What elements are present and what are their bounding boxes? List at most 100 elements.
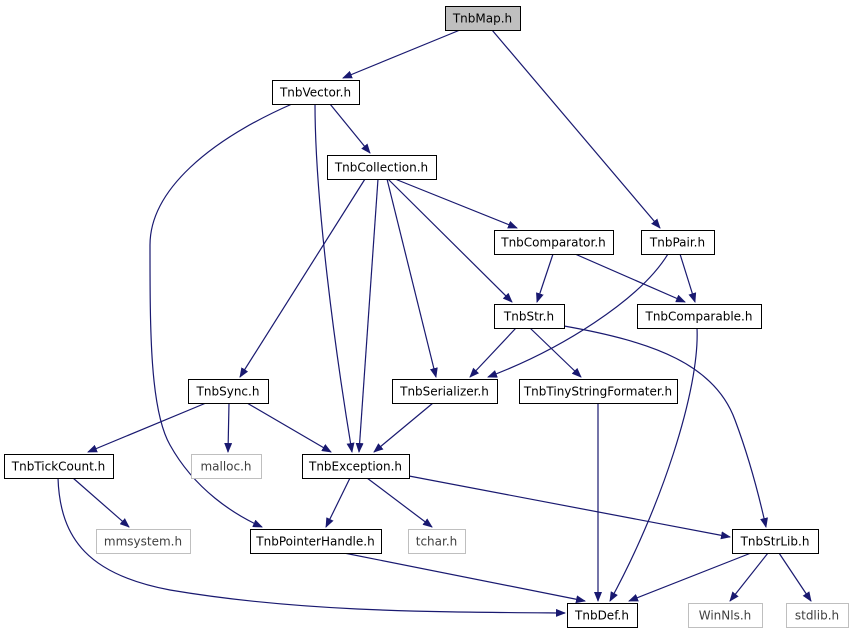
node-tnbstrlib[interactable]: TnbStrLib.h	[732, 529, 819, 554]
edge-tnbmap-to-tnbvector	[342, 29, 461, 79]
node-box	[494, 230, 614, 255]
edge-line	[57, 477, 566, 617]
edge-line	[72, 477, 130, 528]
node-tnbsync[interactable]: TnbSync.h	[188, 379, 269, 404]
node-tnbtickcount[interactable]: TnbTickCount.h	[4, 454, 114, 479]
edge-line	[469, 327, 517, 378]
node-stdlib: stdlib.h	[786, 603, 849, 628]
node-box	[191, 454, 262, 479]
edge-line	[224, 402, 233, 453]
node-box	[96, 529, 191, 554]
edge-line	[628, 552, 752, 602]
node-tnbtinystringformater[interactable]: TnbTinyStringFormater.h	[519, 379, 678, 404]
edge-line	[239, 178, 366, 378]
edge-tnbcomparator-to-tnbcomparable	[574, 253, 686, 303]
edge-tnbsync-to-tnbexception	[246, 402, 332, 453]
node-label: TnbStr.h	[503, 310, 554, 324]
node-label: TnbTickCount.h	[11, 460, 105, 474]
node-label: TnbComparable.h	[645, 310, 753, 324]
edge-line	[342, 29, 461, 79]
edges-layer	[57, 29, 812, 617]
node-box	[327, 155, 437, 180]
node-box	[786, 603, 849, 628]
node-label: WinNls.h	[699, 609, 752, 623]
nodes-layer: TnbMap.h TnbVector.h TnbCollection.h Tnb…	[4, 6, 849, 628]
edge-line	[491, 29, 661, 229]
node-tchar: tchar.h	[408, 529, 466, 554]
edge-tnbexception-to-tnbstrlib	[408, 475, 731, 540]
edge-tnbpair-to-tnbserializer	[487, 253, 669, 378]
edge-line	[394, 178, 518, 229]
edge-tnbcollection-to-tnbcomparator	[394, 178, 518, 229]
edge-tnbpointerhandle-to-tnbdef	[343, 552, 586, 604]
node-box	[494, 304, 565, 329]
node-winnls: WinNls.h	[688, 603, 763, 628]
edge-tnbcollection-to-tnbstr	[387, 178, 513, 303]
edge-tnbpair-to-tnbcomparable	[679, 253, 697, 303]
node-box	[445, 6, 521, 31]
node-tnbpair[interactable]: TnbPair.h	[641, 230, 715, 255]
node-tnbvector[interactable]: TnbVector.h	[272, 80, 360, 105]
edge-line	[609, 327, 698, 602]
node-label: TnbStrLib.h	[740, 535, 810, 549]
edge-line	[149, 103, 293, 528]
edge-tnbstr-to-tnbtinystringformater	[529, 327, 582, 378]
edge-line	[408, 475, 731, 540]
edge-tnbsync-to-malloc	[224, 402, 233, 453]
edge-line	[679, 253, 697, 303]
node-box	[688, 603, 763, 628]
edge-tnbserializer-to-tnbexception	[373, 402, 434, 453]
edge-line	[386, 178, 438, 378]
edge-line	[355, 178, 379, 453]
edge-tnbcollection-to-tnbserializer	[386, 178, 438, 378]
edge-tnbvector-to-tnbpointerhandle	[149, 103, 293, 528]
edge-line	[373, 402, 434, 453]
edge-tnbcollection-to-tnbexception	[355, 178, 379, 453]
node-tnbmap[interactable]: TnbMap.h	[445, 6, 521, 31]
node-label: TnbComparator.h	[500, 236, 606, 250]
edge-tnbstrlib-to-tnbdef	[628, 552, 752, 602]
node-mmsystem: mmsystem.h	[96, 529, 191, 554]
node-tnbdef[interactable]: TnbDef.h	[567, 603, 638, 628]
edge-line	[574, 253, 686, 303]
node-label: tchar.h	[416, 535, 458, 549]
edge-line	[387, 178, 513, 303]
node-tnbserializer[interactable]: TnbSerializer.h	[392, 379, 498, 404]
edge-tnbvector-to-tnbcollection	[329, 103, 371, 154]
node-box	[250, 529, 382, 554]
edge-tnbsync-to-tnbtickcount	[87, 402, 207, 453]
edge-line	[729, 552, 769, 602]
edge-tnbstr-to-tnbstrlib	[563, 325, 768, 528]
node-label: TnbPointerHandle.h	[255, 535, 374, 549]
edge-line	[325, 477, 351, 528]
node-label: malloc.h	[200, 460, 251, 474]
node-tnbstr[interactable]: TnbStr.h	[494, 304, 565, 329]
edge-tnbstrlib-to-stdlib	[778, 552, 812, 602]
node-tnbexception[interactable]: TnbException.h	[302, 454, 410, 479]
edge-line	[329, 103, 371, 154]
node-label: TnbTinyStringFormater.h	[523, 385, 672, 399]
node-box	[641, 230, 715, 255]
node-label: stdlib.h	[795, 609, 839, 623]
node-malloc: malloc.h	[191, 454, 262, 479]
edge-tnbtickcount-to-mmsystem	[72, 477, 130, 528]
node-tnbcollection[interactable]: TnbCollection.h	[327, 155, 437, 180]
edge-tnbstr-to-tnbserializer	[469, 327, 517, 378]
node-tnbcomparator[interactable]: TnbComparator.h	[494, 230, 614, 255]
node-tnbcomparable[interactable]: TnbComparable.h	[637, 304, 762, 329]
edge-tnbstrlib-to-winnls	[729, 552, 769, 602]
node-label: TnbPair.h	[649, 236, 705, 250]
edge-tnbmap-to-tnbpair	[491, 29, 661, 229]
node-box	[408, 529, 466, 554]
edge-line	[246, 402, 332, 453]
edge-tnbtickcount-to-tnbdef	[57, 477, 566, 617]
edge-line	[487, 253, 669, 378]
node-tnbpointerhandle[interactable]: TnbPointerHandle.h	[250, 529, 382, 554]
edge-tnbcomparator-to-tnbstr	[536, 253, 554, 303]
node-label: TnbSerializer.h	[399, 385, 489, 399]
node-box	[637, 304, 762, 329]
node-label: TnbSync.h	[196, 385, 260, 399]
edge-tnbcollection-to-tnbsync	[239, 178, 366, 378]
node-box	[188, 379, 269, 404]
